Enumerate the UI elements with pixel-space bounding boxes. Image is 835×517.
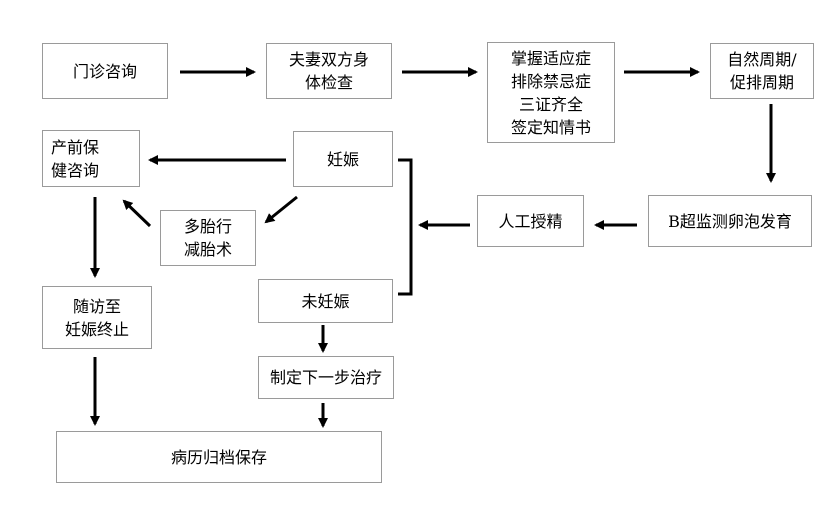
outcome-bracket [398,158,413,296]
node-ultrasound-monitoring: B超监测卵泡发育 [648,195,812,247]
node-not-pregnant: 未妊娠 [258,279,393,323]
node-followup: 随访至 妊娠终止 [42,286,152,349]
node-outpatient-consultation: 门诊咨询 [42,43,168,99]
node-pregnant: 妊娠 [293,131,393,187]
arrow-pregnant-to-reduction [264,195,298,224]
node-next-treatment: 制定下一步治疗 [258,356,394,399]
node-prenatal-consultation: 产前保 健咨询 [42,130,140,187]
node-multiple-reduction: 多胎行 减胎术 [160,210,256,266]
node-couple-exam: 夫妻双方身 体检查 [266,43,392,99]
node-archive-records: 病历归档保存 [56,431,382,483]
node-cycle: 自然周期/ 促排周期 [710,43,814,99]
arrow-reduction-to-prenatal [122,199,152,228]
node-artificial-insemination: 人工授精 [477,195,584,247]
node-indications-consent: 掌握适应症 排除禁忌症 三证齐全 签定知情书 [487,42,615,143]
